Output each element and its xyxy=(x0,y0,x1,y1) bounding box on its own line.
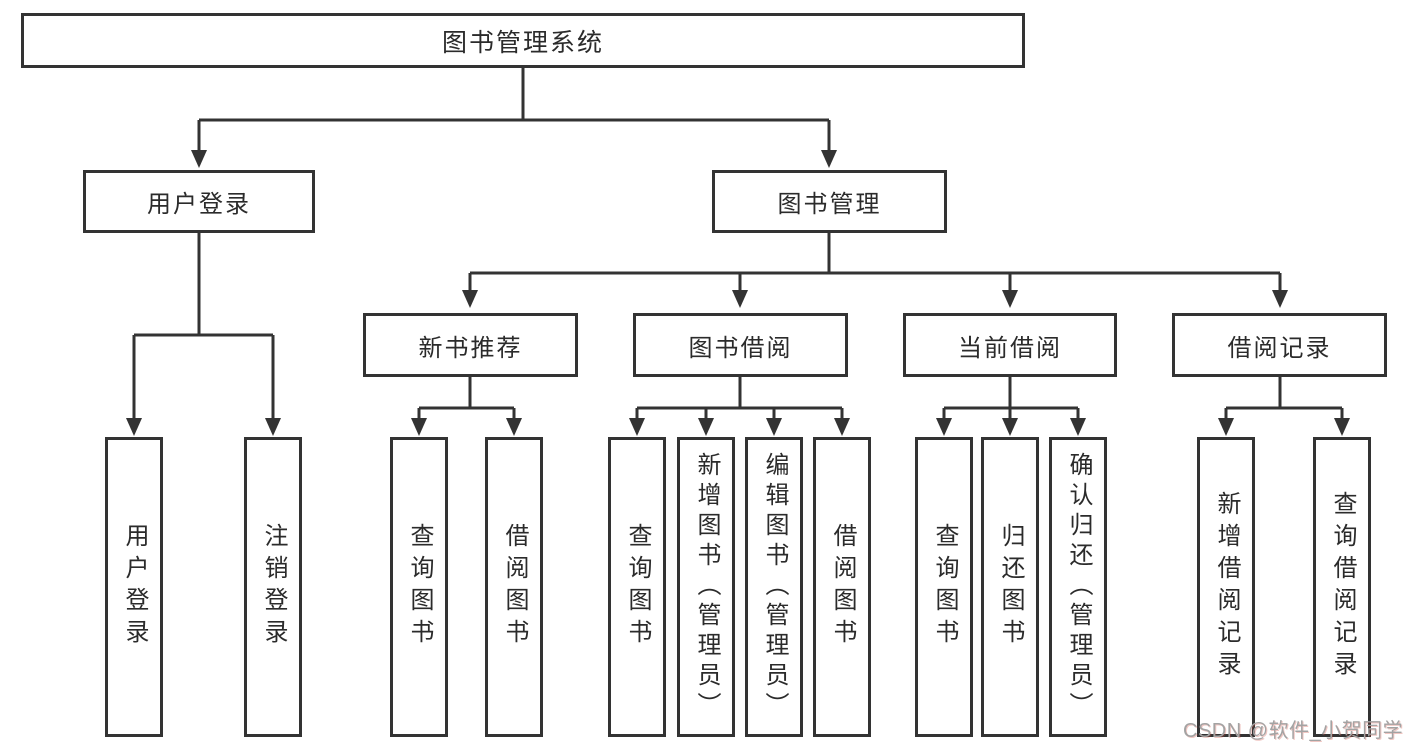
leaf-query-borrow-record: 查询借阅记录 xyxy=(1313,437,1371,737)
connector-arrowhead xyxy=(265,418,281,436)
leaf-query-books-recommend: 查询图书 xyxy=(390,437,448,737)
connector-path xyxy=(1224,377,1344,418)
connector-arrowhead xyxy=(936,418,952,436)
node-label: 借阅图书 xyxy=(829,523,856,651)
connector-arrowhead xyxy=(821,150,837,168)
node-label: 借阅记录 xyxy=(1227,334,1332,362)
leaf-query-books-borrow: 查询图书 xyxy=(608,437,666,737)
leaf-confirm-return-admin: 确认归还（管理员） xyxy=(1049,437,1107,737)
node-label: 用户登录 xyxy=(147,191,251,218)
connector-path xyxy=(197,68,831,150)
node-label: 查询图书 xyxy=(406,523,433,651)
node-book-borrow: 图书借阅 xyxy=(633,313,848,377)
connector-arrowhead xyxy=(732,290,748,308)
leaf-query-books-current: 查询图书 xyxy=(915,437,973,737)
connector-arrowhead xyxy=(126,418,142,436)
node-label: 查询借阅记录 xyxy=(1329,491,1356,683)
connector-arrowhead xyxy=(506,418,522,436)
connector-arrowhead xyxy=(1334,418,1350,436)
node-label: 归还图书 xyxy=(997,523,1024,651)
node-new-book-recommend: 新书推荐 xyxy=(363,313,578,377)
node-label: 借阅图书 xyxy=(501,523,528,651)
leaf-add-borrow-record: 新增借阅记录 xyxy=(1197,437,1255,737)
leaf-borrow-books: 借阅图书 xyxy=(813,437,871,737)
node-label: 新增图书（管理员） xyxy=(693,452,720,722)
connector-path xyxy=(942,377,1080,418)
node-label: 注销登录 xyxy=(260,523,287,651)
connector-arrowhead xyxy=(698,418,714,436)
connector-arrowhead xyxy=(191,150,207,168)
node-current-borrow: 当前借阅 xyxy=(903,313,1117,377)
leaf-return-book: 归还图书 xyxy=(981,437,1039,737)
node-borrow-record: 借阅记录 xyxy=(1172,313,1387,377)
csdn-watermark: CSDN @软件_小贺同学 xyxy=(1183,720,1404,742)
node-label: 查询图书 xyxy=(931,523,958,651)
node-label: 图书管理 xyxy=(777,191,882,218)
node-label: 新增借阅记录 xyxy=(1213,491,1240,683)
node-library-system: 图书管理系统 xyxy=(21,13,1025,68)
node-label: 当前借阅 xyxy=(958,334,1062,362)
leaf-user-login: 用户登录 xyxy=(105,437,163,737)
node-label: 编辑图书（管理员） xyxy=(761,452,788,722)
node-label: 新书推荐 xyxy=(418,334,523,362)
leaf-logout: 注销登录 xyxy=(244,437,302,737)
connector-arrowhead xyxy=(1272,290,1288,308)
node-book-management: 图书管理 xyxy=(712,170,947,233)
connector-arrowhead xyxy=(1070,418,1086,436)
connector-arrowhead xyxy=(1218,418,1234,436)
connector-arrowhead xyxy=(1002,290,1018,308)
leaf-edit-book-admin: 编辑图书（管理员） xyxy=(745,437,803,737)
leaf-borrow-books-recommend: 借阅图书 xyxy=(485,437,543,737)
connector-arrowhead xyxy=(834,418,850,436)
leaf-add-book-admin: 新增图书（管理员） xyxy=(677,437,735,737)
node-label: 查询图书 xyxy=(624,523,651,651)
node-label: 确认归还（管理员） xyxy=(1065,452,1092,722)
connector-path xyxy=(635,377,844,418)
node-user-login: 用户登录 xyxy=(83,170,315,233)
node-label: 用户登录 xyxy=(121,523,148,651)
connector-arrowhead xyxy=(629,418,645,436)
connector-arrowhead xyxy=(1002,418,1018,436)
connector-arrowhead xyxy=(462,290,478,308)
connector-path xyxy=(132,233,275,418)
node-label: 图书管理系统 xyxy=(441,28,604,57)
connector-path xyxy=(468,233,1282,290)
connector-arrowhead xyxy=(411,418,427,436)
connector-arrowhead xyxy=(766,418,782,436)
node-label: 图书借阅 xyxy=(688,334,793,362)
connector-path xyxy=(417,377,516,418)
